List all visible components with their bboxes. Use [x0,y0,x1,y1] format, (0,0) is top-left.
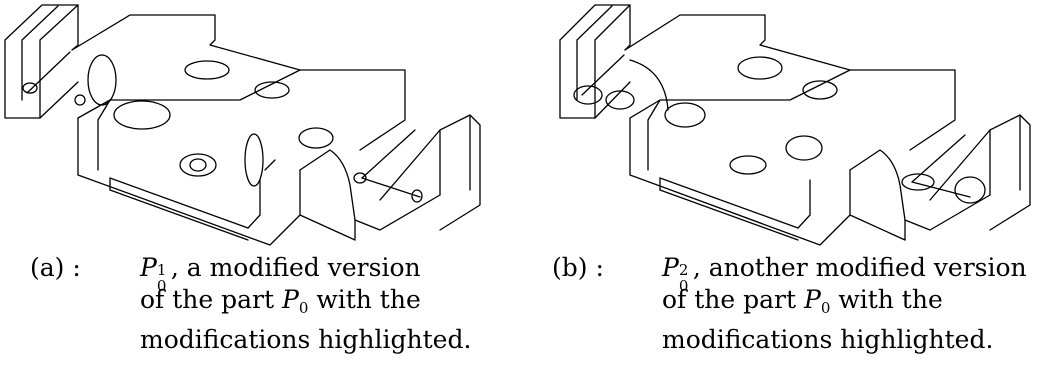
highlight-boss [179,153,217,177]
part-drawing-a [4,4,481,246]
highlight-notch [254,81,290,99]
modification-highlights-a [22,54,423,203]
highlight-fillet [87,54,117,106]
left-bracket-a [4,4,79,119]
highlight-fillet [244,133,264,187]
highlight-notch [184,60,230,80]
highlight-boss-inner [189,158,207,172]
highlight-boss [729,155,767,175]
highlight-slot-end [353,172,367,184]
highlight-hole [113,100,171,130]
highlight-notch [737,56,783,80]
caption-line-2: of the part P0 with the [662,285,943,317]
caption-label: (b) : [552,253,604,282]
highlight-hole [664,102,706,128]
highlight-notch [954,176,986,204]
main-body-a [71,14,441,246]
highlight-notch [802,80,838,100]
highlight-hole [785,135,823,161]
highlight-slot-end [411,189,423,203]
right-bracket-b [911,114,1031,231]
right-bracket-a [361,114,481,231]
highlight-notch [573,85,603,105]
highlight-notch [901,173,935,191]
highlight-hole [298,127,334,149]
modification-highlights-b [573,56,986,204]
part-drawing-b [559,4,1031,246]
left-bracket-b [559,4,631,119]
caption-line-3: modifications highlighted. [662,325,994,354]
caption-line-2: of the part P0 with the [140,285,421,317]
main-body-b [624,14,991,246]
highlight-slot-end [74,94,86,106]
highlight-notch [605,90,635,110]
caption-line-3: modifications highlighted. [140,325,472,354]
highlight-slot-end [22,82,38,94]
caption-label: (a) : [30,253,81,282]
